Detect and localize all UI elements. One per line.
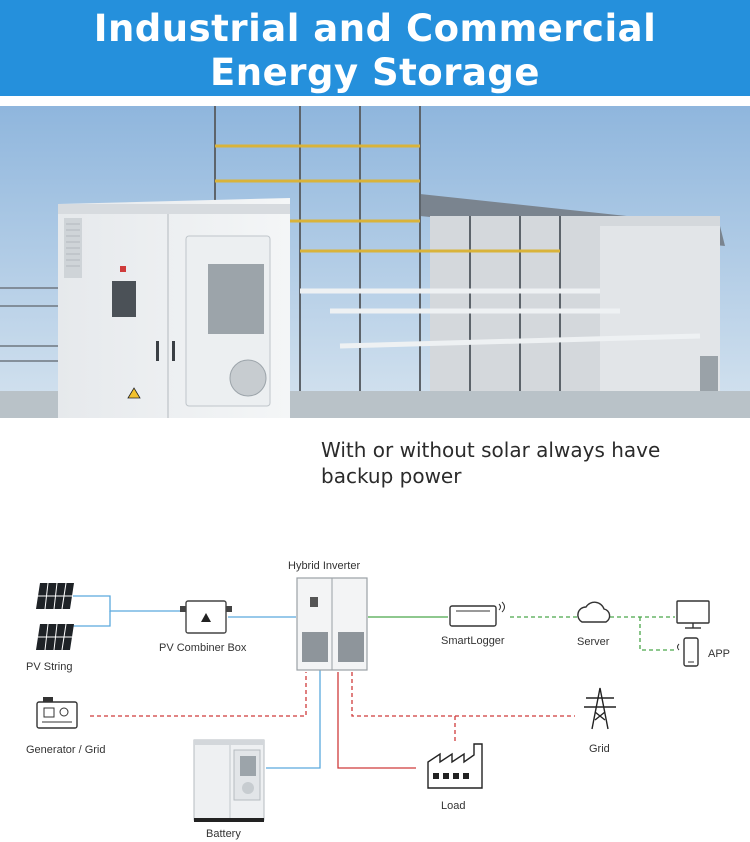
label-app: APP (708, 648, 730, 660)
generator-icon (36, 697, 78, 729)
page-header: Industrial and Commercial Energy Storage (0, 0, 750, 96)
cloud-icon (577, 601, 611, 623)
title-line-2: Energy Storage (210, 51, 540, 94)
tagline-line-1: With or without solar always have (321, 438, 661, 462)
factory-icon (427, 743, 483, 789)
ac-line-load (337, 672, 416, 769)
tagline: With or without solar always have backup… (321, 437, 731, 489)
monitor-icon (676, 600, 710, 629)
label-pv-string: PV String (26, 661, 72, 673)
phone-icon (677, 637, 699, 667)
grid-tower-icon (584, 687, 616, 730)
label-battery: Battery (206, 828, 241, 840)
label-server: Server (577, 636, 610, 648)
label-generator-grid: Generator / Grid (26, 744, 105, 756)
label-hybrid-inverter: Hybrid Inverter (288, 560, 360, 572)
system-diagram: PV String PV Combiner Box Hybrid Inverte… (26, 560, 730, 840)
label-load: Load (441, 800, 465, 812)
combiner-box-icon (180, 600, 232, 634)
page-title: Industrial and Commercial Energy Storage (0, 0, 750, 95)
battery-cabinet-icon (193, 739, 265, 822)
dc-lines (73, 595, 321, 769)
hero-photo (0, 106, 750, 418)
ac-dashed-lines (90, 672, 575, 742)
energy-storage-cabinet (58, 198, 290, 418)
pv-panel-icon (36, 623, 74, 651)
pv-panel-icon (36, 582, 74, 610)
title-line-1: Industrial and Commercial (93, 7, 657, 50)
comm-dashed-lines (510, 616, 676, 651)
smartlogger-icon (449, 601, 505, 627)
label-pv-combiner-box: PV Combiner Box (159, 642, 247, 654)
label-smartlogger: SmartLogger (441, 635, 505, 647)
hybrid-inverter-icon (296, 577, 368, 671)
label-grid: Grid (589, 743, 610, 755)
tagline-line-2: backup power (321, 464, 462, 488)
